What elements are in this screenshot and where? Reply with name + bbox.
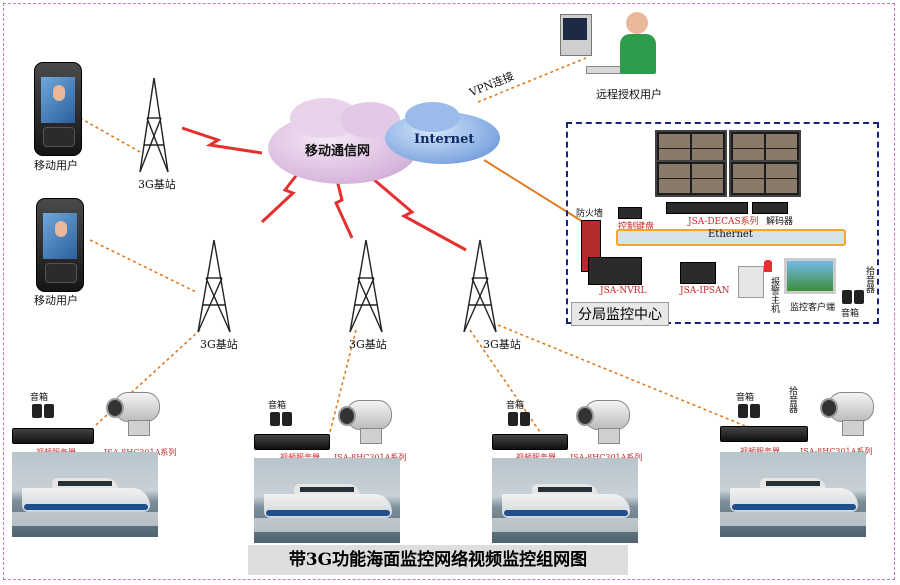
ship-image [720, 452, 866, 537]
camera-label: JSA-8HC301A系列 [570, 452, 642, 463]
decoder-label: 解码器 [766, 217, 794, 227]
mobile-user-label: 移动用户 [34, 294, 78, 307]
firewall-label: 防火墙 [576, 209, 604, 219]
keyboard-icon [618, 207, 642, 219]
link-station3-site4 [497, 324, 761, 433]
link-mobile2-station [89, 239, 197, 293]
alarm-host-label: 报警主机 [769, 277, 779, 313]
mobile-network-label: 移动通信网 [305, 144, 371, 159]
speaker-icon [270, 412, 280, 426]
speaker-icon [738, 404, 748, 418]
tower-1 [197, 239, 231, 333]
site-pickup-label: 拾音器 [787, 386, 797, 413]
wireless-station2 [333, 171, 354, 239]
wireless-station1 [260, 167, 304, 224]
site-speaker-label: 音箱 [736, 393, 755, 403]
diagram-frame [3, 3, 895, 580]
center-speaker-label: 音箱 [841, 309, 860, 319]
video-server-device [720, 426, 808, 442]
decas-label: JSA-DECAS系列 [688, 217, 759, 227]
speaker-icon [842, 290, 852, 304]
ship-image [12, 452, 158, 537]
speaker-icon [750, 404, 760, 418]
ship-image [492, 458, 638, 543]
mobile-phone-icon [34, 62, 82, 156]
video-server-device [254, 434, 330, 450]
video-wall-monitor [729, 160, 801, 197]
decoder-device [752, 202, 788, 214]
ptz-camera-icon [104, 388, 160, 436]
video-server-label: 视频服务器 [280, 452, 320, 463]
ship-image [254, 458, 400, 543]
monitoring-center-title: 分局监控中心 [571, 302, 669, 326]
monitoring-center-box [566, 122, 879, 324]
camera-label: JSA-8HC301A系列 [800, 446, 872, 457]
nvrl-server [588, 257, 642, 285]
site-speaker-label: 音箱 [506, 401, 525, 411]
ptz-camera-icon [574, 396, 630, 444]
alarm-host-icon [738, 266, 764, 298]
client-label: 监控客户端 [790, 303, 836, 313]
link-mobile1-station [79, 117, 141, 153]
site-speaker-label: 音箱 [268, 401, 287, 411]
camera-label: JSA-8HC301A系列 [334, 452, 406, 463]
link-vpn [477, 57, 587, 103]
ipsan-storage [680, 262, 716, 284]
video-server-device [492, 434, 568, 450]
base-station-label: 3G基站 [349, 338, 387, 351]
video-server-label: 视频服务器 [740, 446, 780, 457]
decoder-device [666, 202, 748, 214]
base-station-label: 3G基站 [483, 338, 521, 351]
wireless-top-station [181, 126, 263, 155]
base-station-label: 3G基站 [200, 338, 238, 351]
speaker-icon [508, 412, 518, 426]
video-wall-monitor [655, 160, 727, 197]
ipsan-label: JSA-IPSAN [680, 286, 730, 296]
wireless-station3 [371, 176, 467, 252]
speaker-icon [282, 412, 292, 426]
tower-2 [349, 239, 383, 333]
speaker-icon [520, 412, 530, 426]
nvrl-label: JSA-NVRL [600, 286, 647, 296]
base-station-label: 3G基站 [138, 178, 176, 191]
ethernet-label: Ethernet [708, 229, 753, 240]
speaker-icon [44, 404, 54, 418]
site-speaker-label: 音箱 [30, 393, 49, 403]
link-internet-center [483, 159, 597, 231]
ptz-camera-icon [818, 388, 874, 436]
speaker-icon [32, 404, 42, 418]
video-server-device [12, 428, 94, 444]
tower-3 [463, 239, 497, 333]
client-pc-icon [784, 258, 836, 294]
ptz-camera-icon [336, 396, 392, 444]
ethernet-bus [616, 229, 846, 246]
internet-label: Internet [414, 132, 475, 147]
speaker-icon [854, 290, 864, 304]
remote-user-label: 远程授权用户 [596, 88, 662, 101]
video-server-label: 视频服务器 [516, 452, 556, 463]
diagram-title-box: 带3G功能海面监控网络视频监控组网图 [248, 545, 628, 575]
mobile-user-label: 移动用户 [34, 159, 78, 172]
remote-user-icon [560, 8, 660, 84]
keyboard-label: 控制键盘 [618, 222, 655, 232]
alarm-light-icon [764, 260, 772, 272]
diagram-title: 带3G功能海面监控网络视频监控组网图 [288, 550, 588, 570]
center-pickup-label: 拾音器 [864, 266, 874, 293]
mobile-phone-icon [36, 198, 84, 292]
tower-top [139, 77, 169, 173]
